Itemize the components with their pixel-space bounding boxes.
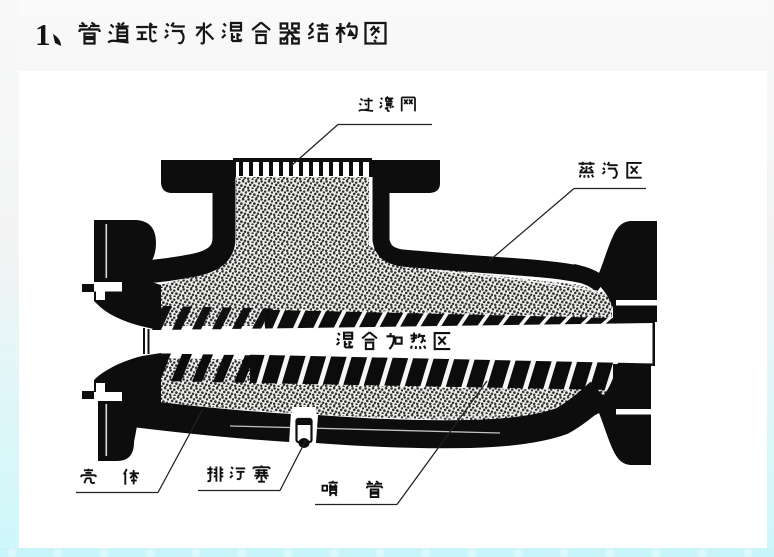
svg-text:1: 1: [35, 17, 51, 52]
